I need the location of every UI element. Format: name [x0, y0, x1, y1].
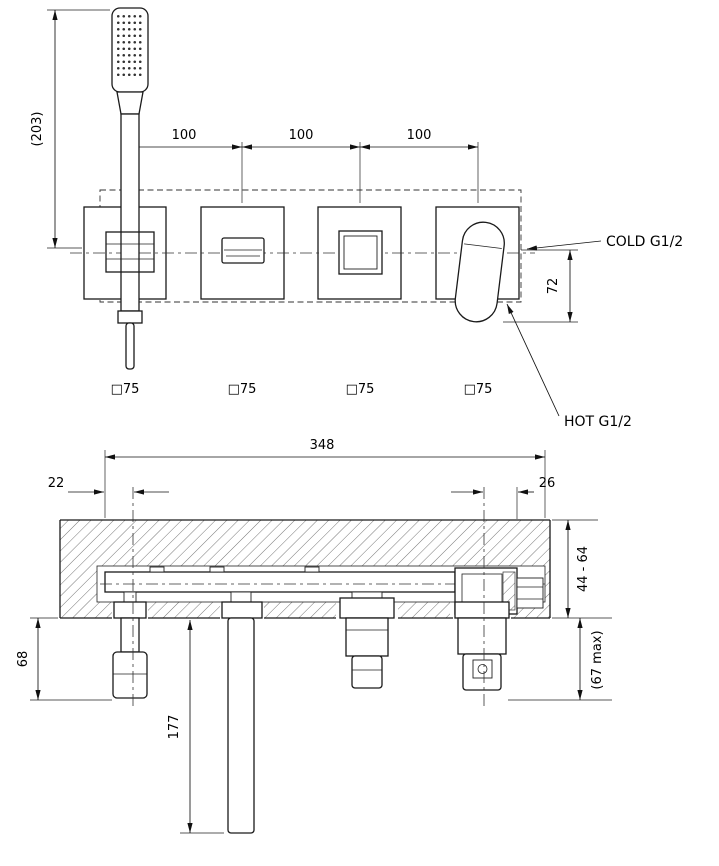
- front-elevation-view: 100 100 100 (203) 72 COLD G1/2 HOT G1/2: [30, 7, 683, 430]
- dim-spacing-3: 100: [407, 128, 432, 143]
- dim-right-offset: 26: [451, 476, 555, 519]
- dim-spacing-2: 100: [289, 128, 314, 143]
- cold-port-label: COLD G1/2: [606, 234, 683, 250]
- flange-handle: [454, 601, 510, 619]
- dim-overall-height: (203): [30, 9, 110, 249]
- dim-spout-drop: 177: [167, 620, 224, 834]
- dim-22-label: 22: [48, 476, 65, 491]
- hose-nut: [117, 310, 143, 324]
- set-screw-detail: [472, 659, 493, 679]
- dim-26-label: 26: [539, 476, 556, 491]
- spout-side-view: [227, 617, 255, 834]
- dim-67max-label: (67 max): [590, 630, 605, 689]
- inlet-connector: [516, 577, 544, 609]
- dim-spacing-1: 100: [172, 128, 197, 143]
- section-view: 348 22 26: [16, 438, 612, 834]
- lever-handle-front: [454, 221, 505, 323]
- dim-177-label: 177: [167, 715, 182, 740]
- dim-68-label: 68: [16, 651, 31, 668]
- handshower-neck: [116, 91, 144, 115]
- dim-left-offset: 22: [48, 476, 169, 495]
- wall-flanges: [113, 597, 510, 619]
- plate-4-size: □75: [464, 382, 493, 397]
- cold-leader-line: [526, 240, 602, 251]
- hot-port-label: HOT G1/2: [564, 414, 632, 430]
- flange-spout: [221, 601, 263, 619]
- dim-44-64-label: 44 - 64: [576, 546, 591, 592]
- dim-height-label: (203): [30, 112, 45, 147]
- manifold-bar: [104, 571, 456, 593]
- diverter-side-view: [345, 617, 389, 689]
- dim-max-projection: (67 max): [508, 618, 612, 701]
- handshower-handle: [120, 113, 140, 312]
- diverter-front-detail: [338, 230, 383, 275]
- hose-tail: [125, 322, 135, 370]
- plate-3-size: □75: [346, 382, 375, 397]
- hot-leader-line: [506, 303, 560, 417]
- handshower: [105, 7, 155, 370]
- dim-72-label: 72: [546, 278, 561, 295]
- plate-size-labels: □75 □75 □75 □75: [111, 382, 493, 397]
- dim-348-label: 348: [310, 438, 335, 453]
- cold-port-callout: COLD G1/2: [526, 234, 683, 251]
- dim-holder-projection: 68: [16, 617, 112, 701]
- hot-port-callout: HOT G1/2: [506, 303, 632, 430]
- plate-1-size: □75: [111, 382, 140, 397]
- dim-plate-spacing: 100 100 100: [124, 128, 479, 203]
- dim-wall-thickness: 44 - 64: [552, 519, 612, 619]
- plate-2-size: □75: [228, 382, 257, 397]
- flange-diverter: [339, 597, 395, 619]
- handle-side-view: [457, 617, 507, 691]
- dim-overall-width: 348: [104, 438, 546, 518]
- flange-holder: [113, 601, 147, 619]
- handshower-holder-bracket: [105, 231, 155, 273]
- spout-front-detail: [221, 237, 265, 264]
- holder-side-view: [112, 617, 148, 699]
- handshower-spray-face: [117, 15, 143, 77]
